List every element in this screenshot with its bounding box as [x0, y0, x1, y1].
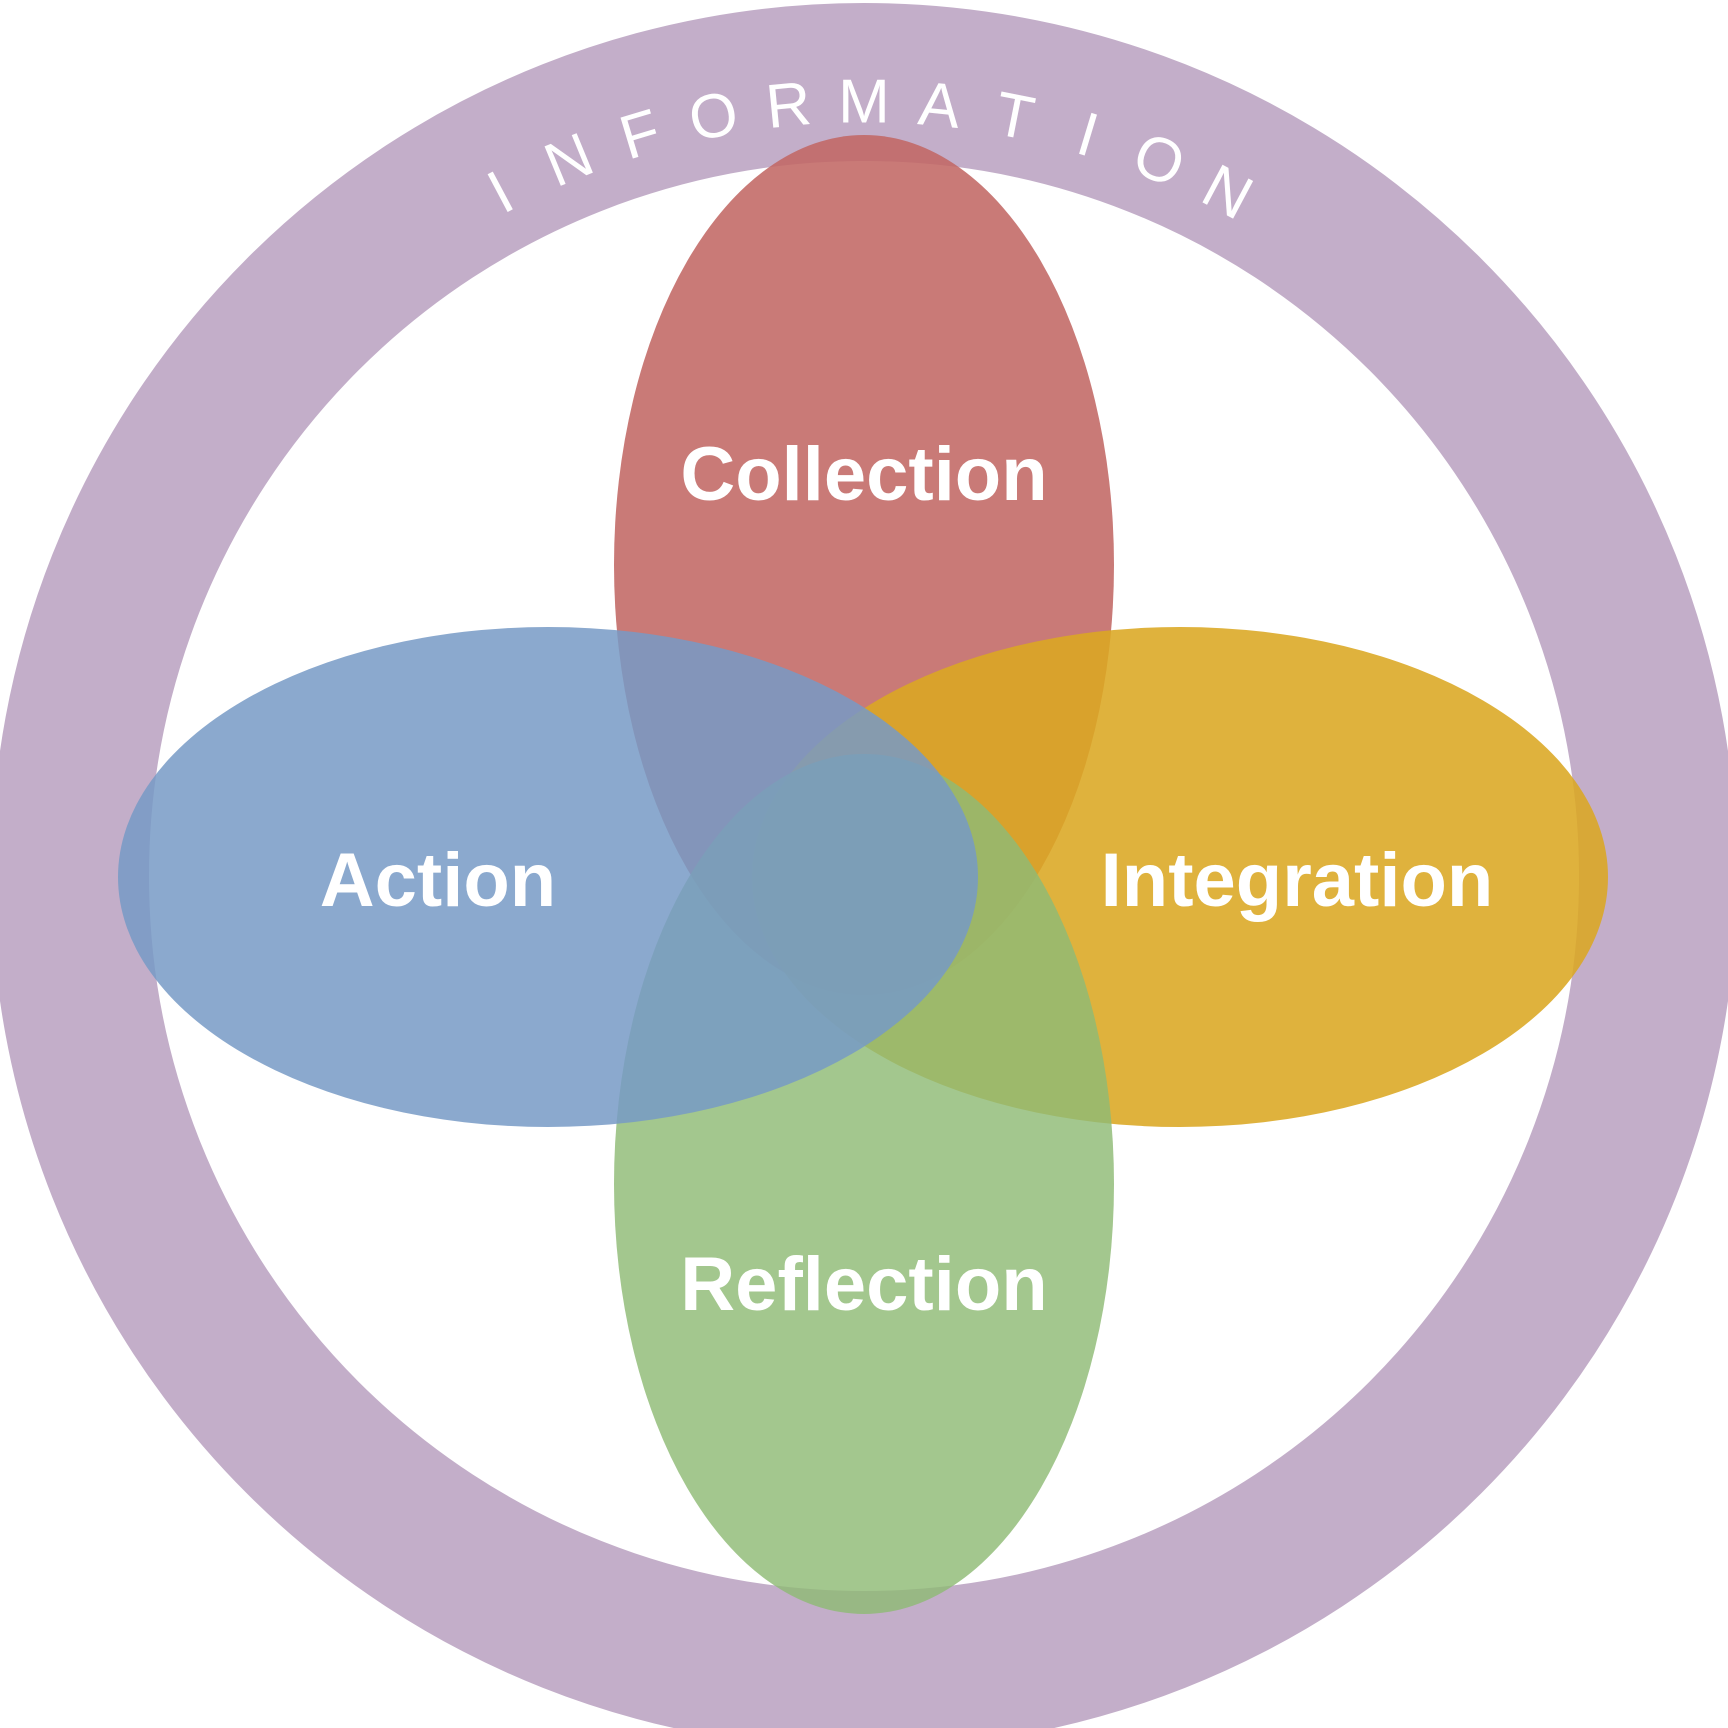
ring-letter: A	[916, 69, 965, 142]
collection-label: Collection	[680, 432, 1047, 517]
integration-label: Integration	[1101, 838, 1494, 923]
ring-letter: R	[763, 69, 814, 142]
action-ellipse	[118, 627, 978, 1127]
information-ring	[0, 3, 1728, 1728]
reflection-label: Reflection	[680, 1242, 1047, 1327]
action-label: Action	[320, 838, 556, 923]
ring-letter: M	[838, 67, 890, 136]
